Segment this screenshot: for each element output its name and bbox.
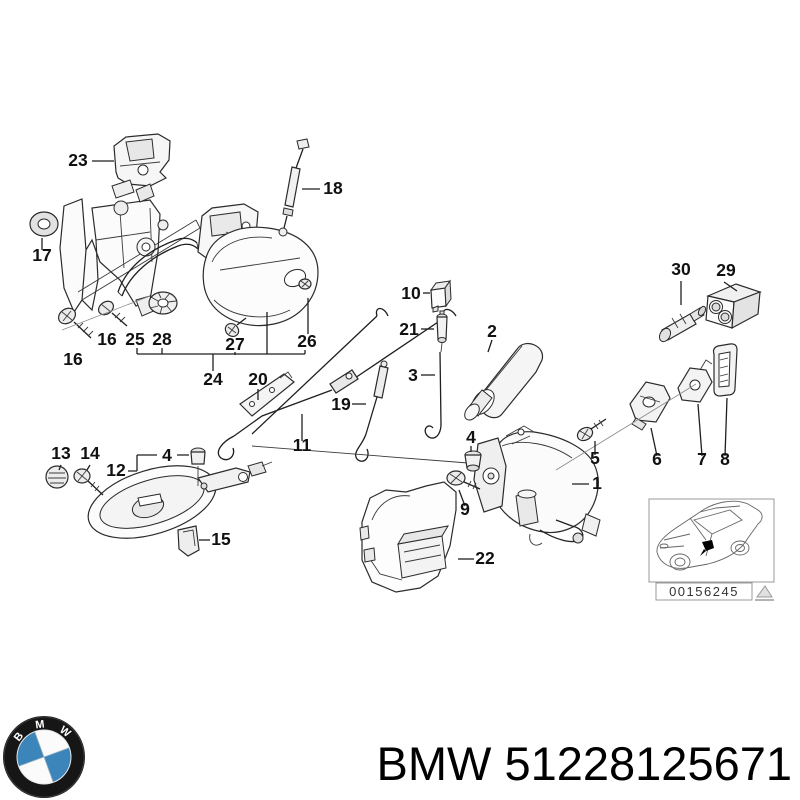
part-label-24: 24: [203, 369, 223, 389]
knob-13: [45, 465, 69, 489]
part-label-1: 1: [592, 473, 602, 493]
roundel-quadrants: [17, 730, 71, 784]
image-code-box: [655, 582, 753, 601]
clip-15: [177, 525, 200, 557]
handle-carrier-frame: [59, 179, 201, 317]
part-label-15: 15: [211, 529, 231, 549]
part-label-16a: 16: [63, 349, 83, 369]
image-code: 00156245: [669, 584, 739, 599]
car-location-inset: 00156245: [648, 498, 775, 601]
plug-10: [429, 279, 452, 313]
part-label-23: 23: [68, 150, 88, 170]
part-label-19: 19: [331, 394, 351, 414]
part-label-30: 30: [671, 259, 691, 279]
bracket-6: [629, 381, 671, 431]
part-label-5: 5: [590, 448, 600, 468]
part-label-3: 3: [408, 365, 418, 385]
linkage-line: [251, 445, 469, 464]
interior-lock-rod-19: [355, 360, 389, 462]
screw-26: [298, 278, 312, 290]
part-label-17: 17: [32, 245, 51, 265]
part-label-18: 18: [323, 178, 343, 198]
bolt-16-a: [58, 307, 94, 339]
lamp-housing-29: [705, 283, 762, 330]
bulb-30: [658, 305, 707, 343]
leader-lines: [41, 160, 738, 560]
part-label-29: 29: [716, 260, 736, 280]
washer-28: [148, 291, 178, 315]
part-label-28: 28: [152, 329, 172, 349]
door-lock-actuator-1: [473, 425, 601, 546]
screw-5: [576, 418, 607, 442]
part-label-20: 20: [248, 369, 268, 389]
part-label-26: 26: [297, 331, 317, 351]
part-label-27: 27: [225, 334, 244, 354]
interior-door-handle-12: [87, 461, 273, 539]
brand-part-number: BMW 51228125671: [376, 737, 792, 790]
bowden-cable-24: [217, 308, 457, 461]
part-label-7: 7: [697, 449, 707, 469]
bushing-4-handle: [190, 447, 206, 486]
carrier-bracket-23: [113, 133, 171, 187]
part-label-16b: 16: [97, 329, 117, 349]
part-label-9: 9: [460, 499, 470, 519]
bmw-roundel-logo: B M W: [3, 716, 85, 798]
screw-14: [73, 468, 104, 496]
insulation-panel-22: [359, 481, 457, 593]
carrier-plate-20: [239, 371, 295, 417]
realoem-triangle-icon: [755, 585, 774, 601]
logo-letter-m: M: [35, 718, 46, 731]
part-label-12: 12: [106, 460, 126, 480]
part-label-4a: 4: [466, 427, 476, 447]
grommet-17: [29, 211, 59, 237]
bolts-axis-line: [61, 295, 151, 331]
part-label-11: 11: [293, 435, 312, 455]
bushing-4-lock: [464, 450, 482, 472]
part-label-8: 8: [720, 449, 730, 469]
lock-rod-3: [424, 351, 442, 439]
part-label-2: 2: [487, 321, 497, 341]
part-label-25: 25: [125, 329, 145, 349]
part-label-6: 6: [652, 449, 662, 469]
part-label-4b: 4: [162, 445, 172, 465]
screw-9: [446, 470, 481, 490]
bolt-16-b: [97, 300, 128, 327]
lock-cylinder-2: [464, 343, 544, 421]
lock-rod-18: [278, 138, 310, 237]
bracket-7: [677, 359, 713, 403]
part-label-10: 10: [401, 283, 421, 303]
outer-door-handle: [202, 226, 319, 327]
connecting-rod-11: [251, 307, 389, 435]
pin-21: [436, 310, 448, 353]
part-label-14: 14: [80, 443, 100, 463]
part-label-13: 13: [51, 443, 71, 463]
part-label-22: 22: [475, 548, 495, 568]
part-label-21: 21: [399, 319, 419, 339]
car-outline-drawing: [656, 500, 763, 571]
assembly-axis-line: [555, 383, 697, 471]
screw-27: [224, 317, 247, 338]
part-labels: 23 17 18 16 16 25 28 27 26 24 20 19 11 3…: [32, 150, 736, 568]
door-position-marker: [700, 540, 714, 556]
handle-gasket-25: [117, 237, 199, 297]
pad-8: [712, 343, 738, 397]
